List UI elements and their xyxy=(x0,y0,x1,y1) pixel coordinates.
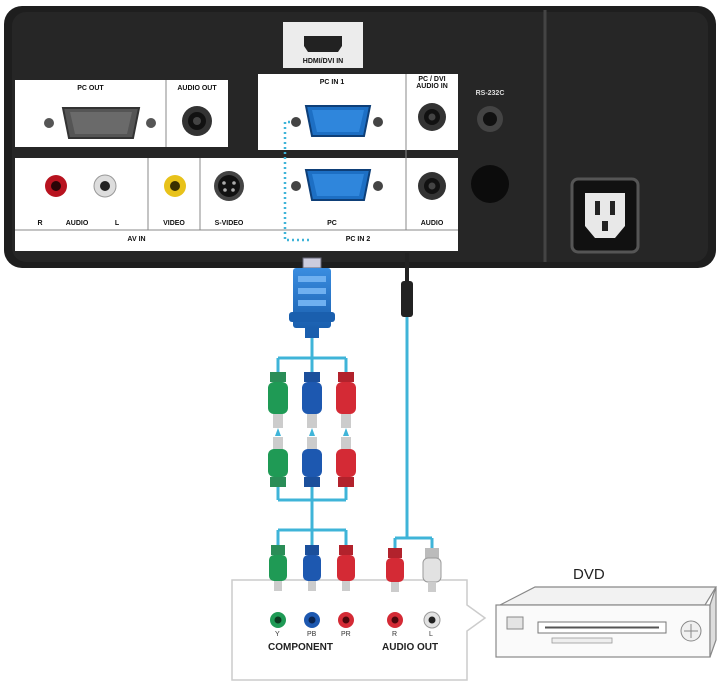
dvd-player-icon xyxy=(495,586,718,658)
hdmi-dvi-in-label: HDMI/DVI IN xyxy=(302,58,344,65)
svideo-jack xyxy=(214,171,244,201)
dvd-plug-r xyxy=(386,548,404,592)
pin-pb-label: PB xyxy=(307,631,317,638)
rca-plug-green-lower xyxy=(268,437,288,487)
audio-out-dvd-label: AUDIO OUT xyxy=(382,642,439,653)
rs232c-label: RS-232C xyxy=(475,90,505,97)
pin-pr-label: PR xyxy=(341,631,351,638)
pc-in1-vga-port xyxy=(291,105,383,137)
dvd-plug-pr xyxy=(337,545,355,591)
audio-out-l-jack xyxy=(423,611,441,629)
rca-plug-red-upper xyxy=(336,372,356,428)
plug-arrows xyxy=(275,428,349,436)
audio-out-jack xyxy=(182,106,212,136)
rca-plug-green-upper xyxy=(268,372,288,428)
dvd-plug-y xyxy=(269,545,287,591)
pc-in2-label: PC IN 2 xyxy=(345,236,371,243)
audio-in-l-label: L xyxy=(114,220,120,227)
audio-jack-pc-in2 xyxy=(418,172,446,200)
pc-dvi-audio-in-label: PC / DVI AUDIO IN xyxy=(416,76,448,91)
component-pb-jack xyxy=(304,612,320,628)
component-y-jack xyxy=(270,612,286,628)
audio-in-l-jack xyxy=(93,174,117,198)
round-port xyxy=(471,165,509,203)
audio-out-label: AUDIO OUT xyxy=(177,85,217,92)
dvd-plug-pb xyxy=(303,545,321,591)
cables xyxy=(276,317,434,548)
internal-route-dotted xyxy=(283,120,312,242)
pin-y-label: Y xyxy=(275,631,280,638)
video-label: VIDEO xyxy=(163,220,185,227)
pc-out-vga-port xyxy=(44,107,156,139)
pc-label: PC xyxy=(327,220,337,227)
pin-l-label: L xyxy=(429,631,433,638)
audio-in-r-label: R xyxy=(37,220,43,227)
av-in-label: AV IN xyxy=(127,236,146,243)
dvd-title: DVD xyxy=(573,566,605,583)
pin-r-label: R xyxy=(392,631,398,638)
rca-plug-blue-lower xyxy=(302,437,322,487)
audio-out-r-jack xyxy=(387,612,403,628)
vga-cable-connector xyxy=(289,257,335,338)
rca-plug-blue-upper xyxy=(302,372,322,428)
pc-dvi-audio-in-jack xyxy=(418,103,446,131)
projector-back-panel xyxy=(4,6,716,268)
rs232c-jack xyxy=(477,106,503,132)
video-jack xyxy=(164,175,186,197)
audio-minijack-plug xyxy=(401,253,413,317)
audio-in-label: AUDIO xyxy=(65,220,89,227)
svideo-label: S-VIDEO xyxy=(214,220,244,227)
dvd-plug-l xyxy=(422,548,442,592)
component-label: COMPONENT xyxy=(268,642,333,653)
audio-label: AUDIO xyxy=(420,220,444,227)
rca-plug-red-lower xyxy=(336,437,356,487)
dvd-connection-box xyxy=(231,579,487,681)
hdmi-port xyxy=(304,36,342,52)
power-socket xyxy=(570,177,640,254)
audio-in-r-jack xyxy=(45,175,67,197)
pc-out-label: PC OUT xyxy=(77,85,104,92)
component-pr-jack xyxy=(338,612,354,628)
pc-in1-label: PC IN 1 xyxy=(319,79,345,86)
pc-in2-vga-port xyxy=(291,169,383,201)
